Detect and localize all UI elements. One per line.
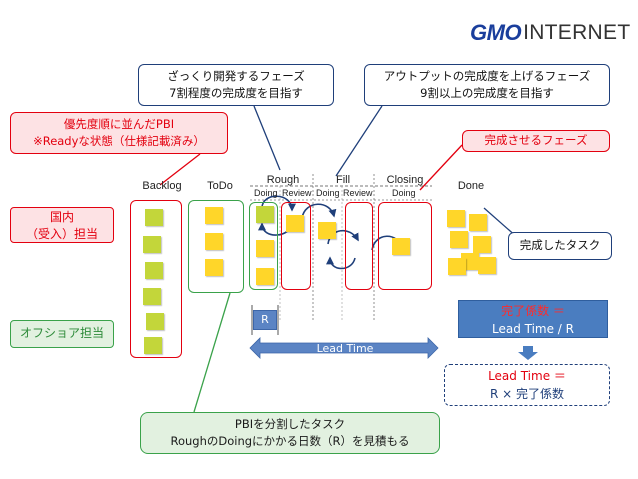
formula1-white-text: Lead Time / R — [491, 322, 575, 336]
callout-pbi: 優先度順に並んだPBI ※Readyな状態（仕様記載済み） — [10, 112, 228, 154]
sticky-note — [144, 337, 162, 354]
callout-split-line1: PBIを分割したタスク — [234, 417, 346, 431]
todo-frame — [188, 200, 244, 293]
sticky-note — [392, 238, 410, 255]
row-label-offshore: オフショア担当 — [10, 320, 114, 348]
formula-completion-coefficient: 完了係数 ＝ Lead Time / R — [458, 300, 608, 338]
split-pointer-line — [193, 292, 231, 413]
formula2-red-text: Lead Time ＝ — [488, 369, 566, 383]
sticky-note — [146, 313, 164, 330]
sticky-note — [448, 258, 466, 275]
formula1-red-text: 完了係数 ＝ — [501, 304, 565, 318]
logo-gmo-text: GMO — [470, 20, 522, 45]
callout-rough-line1: ざっくり開発するフェーズ — [167, 69, 305, 83]
closing-doing-frame — [378, 202, 432, 290]
sticky-note — [256, 268, 274, 285]
sticky-note — [447, 210, 465, 227]
row-label-domestic-line2: （受入）担当 — [25, 227, 98, 241]
row-label-domestic: 国内 （受入）担当 — [10, 207, 114, 243]
sticky-note — [205, 259, 223, 276]
complete-pointer-line — [419, 144, 463, 191]
closing-doing-subheader: Doing — [392, 188, 416, 198]
fill-review-frame — [345, 202, 373, 290]
sticky-note — [143, 236, 161, 253]
rough-review-subheader: Review — [282, 188, 312, 198]
logo-internet-text: INTERNET — [523, 21, 631, 44]
pbi-pointer-line — [159, 153, 201, 186]
sticky-note — [205, 207, 223, 224]
rough-review-frame — [281, 202, 311, 290]
fill-doing-subheader: Doing — [316, 188, 340, 198]
formula2-blue-text: R × 完了係数 — [489, 387, 565, 401]
callout-pbi-line1: 優先度順に並んだPBI — [63, 117, 175, 131]
sticky-note — [286, 215, 304, 232]
r-marker: R — [253, 310, 277, 330]
callout-complete-phase: 完成させるフェーズ — [462, 130, 610, 152]
sticky-note — [256, 240, 274, 257]
formula-lead-time: Lead Time ＝ R × 完了係数 — [444, 364, 610, 406]
callout-rough-line2: 7割程度の完成度を目指す — [169, 86, 303, 100]
row-label-domestic-line1: 国内 — [49, 210, 74, 224]
sticky-note — [145, 209, 163, 226]
callout-output-phase: アウトプットの完成度を上げるフェーズ 9割以上の完成度を目指す — [364, 64, 610, 106]
column-backlog-header: Backlog — [142, 180, 182, 192]
callout-pbi-line2: ※Readyな状態（仕様記載済み） — [33, 134, 205, 148]
column-rough-header: Rough — [266, 174, 300, 186]
sticky-note — [473, 236, 491, 253]
fill-pointer-line — [335, 105, 383, 177]
column-todo-header: ToDo — [207, 180, 233, 192]
sticky-note — [478, 257, 496, 274]
sticky-note — [205, 233, 223, 250]
column-closing-header: Closing — [386, 174, 424, 186]
sticky-note — [145, 262, 163, 279]
lead-time-label: Lead Time — [316, 342, 374, 355]
gmo-internet-logo: GMO INTERNET — [470, 20, 631, 45]
rough-doing-frame — [249, 202, 278, 290]
callout-split-task: PBIを分割したタスク RoughのDoingにかかる日数（R）を見積もる — [140, 412, 440, 454]
sticky-note — [318, 222, 336, 239]
callout-rough-phase: ざっくり開発するフェーズ 7割程度の完成度を目指す — [138, 64, 334, 106]
callout-output-line1: アウトプットの完成度を上げるフェーズ — [383, 69, 591, 83]
sticky-note — [450, 231, 468, 248]
sticky-note — [256, 206, 274, 223]
sticky-note — [143, 288, 161, 305]
column-done-header: Done — [457, 180, 485, 192]
rough-doing-subheader: Doing — [254, 188, 278, 198]
callout-split-line2: RoughのDoingにかかる日数（R）を見積もる — [170, 434, 410, 448]
rough-pointer-line — [253, 105, 281, 171]
callout-done-task: 完成したタスク — [508, 232, 612, 260]
column-fill-header: Fill — [335, 174, 351, 186]
callout-output-line2: 9割以上の完成度を目指す — [420, 86, 554, 100]
sticky-note — [469, 214, 487, 231]
backlog-frame — [130, 200, 182, 358]
fill-review-subheader: Review — [343, 188, 373, 198]
